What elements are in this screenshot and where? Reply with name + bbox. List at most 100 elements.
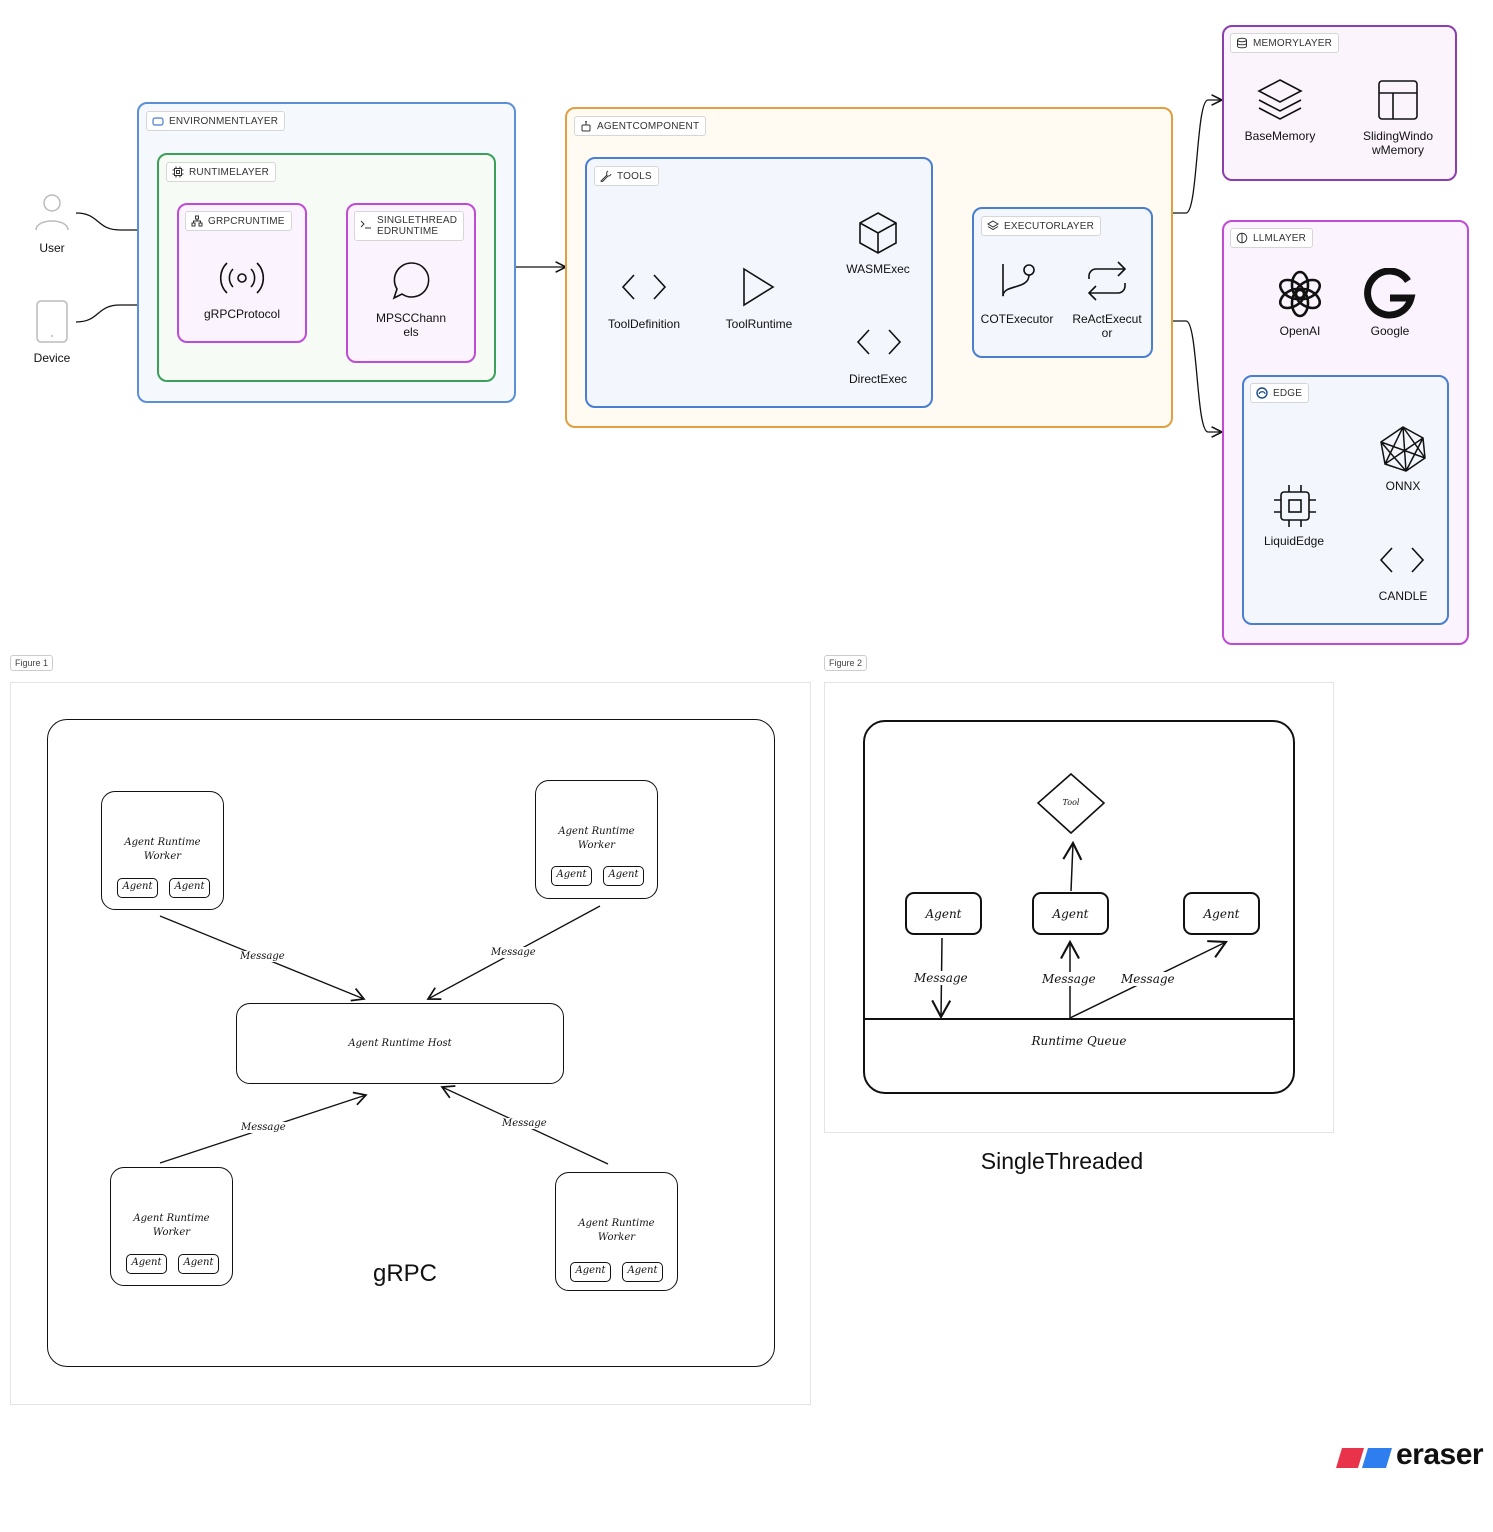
sliding-memory-label: SlidingWindo wMemory: [1350, 129, 1446, 157]
code-icon: [855, 327, 903, 362]
chip-icon: [172, 166, 184, 178]
agent-node: Agent: [1183, 892, 1260, 935]
liquid-edge-label: LiquidEdge: [1263, 534, 1325, 548]
executor-layer-tag: EXECUTORLAYER: [981, 216, 1102, 236]
runtime-layer-title: RUNTIMELAYER: [189, 166, 270, 178]
llm-layer-title: LLMLAYER: [1253, 232, 1307, 244]
tools-group[interactable]: TOOLS: [585, 157, 933, 408]
repeat-icon: [1085, 259, 1129, 308]
tools-title: TOOLS: [617, 170, 652, 182]
candle-label: CANDLE: [1378, 589, 1428, 603]
agent-chip: Agent: [117, 878, 158, 898]
agent-chip: Agent: [570, 1262, 611, 1282]
message-label: Message: [1040, 972, 1098, 986]
worker-title-line2: Worker: [152, 1227, 191, 1238]
openai-icon: [1274, 268, 1326, 325]
react-line-1: ReActExecut: [1072, 312, 1142, 326]
agent-chip: Agent: [603, 866, 644, 886]
broadcast-icon: [218, 258, 266, 303]
memory-layer-title: MEMORYLAYER: [1253, 37, 1333, 49]
user-icon: [33, 192, 71, 237]
tool-label: Tool: [1062, 798, 1080, 807]
code-icon: [620, 272, 668, 307]
worker-title-line1: Agent Runtime: [133, 1213, 210, 1224]
llm-layer-tag: LLMLAYER: [1230, 228, 1314, 248]
sliding-line-2: wMemory: [1371, 143, 1424, 157]
memory-layer[interactable]: MEMORYLAYER: [1222, 25, 1457, 181]
mpsc-line-2: els: [403, 325, 419, 339]
figure1-frame: [10, 682, 811, 1405]
message-label: Message: [238, 951, 287, 962]
figure2-frame: [824, 682, 1334, 1133]
figure2-tag: Figure 2: [824, 655, 868, 671]
single-threaded-title-1: SINGLETHREAD: [377, 215, 458, 226]
message-label: Message: [489, 947, 538, 958]
onnx-label: ONNX: [1385, 479, 1421, 493]
single-threaded-title-2: EDRUNTIME: [377, 226, 439, 237]
tool-definition-label: ToolDefinition: [607, 317, 681, 331]
worker-title-line2: Worker: [597, 1232, 636, 1243]
robot-icon: [581, 120, 591, 132]
database-icon: [1237, 37, 1247, 49]
message-label: Message: [500, 1118, 549, 1129]
message-label: Message: [912, 971, 970, 985]
git-branch-icon: [995, 260, 1039, 309]
environment-layer-tag: ENVIRONMENTLAYER: [146, 111, 286, 131]
device-label: Device: [33, 351, 71, 365]
onnx-icon: [1378, 424, 1428, 479]
figure1-caption: gRPC: [372, 1260, 438, 1287]
host-label: Agent Runtime Host: [348, 1038, 452, 1049]
cot-executor-label: COTExecutor: [980, 312, 1054, 326]
play-icon: [740, 266, 776, 313]
executor-layer[interactable]: EXECUTORLAYER: [972, 207, 1153, 358]
agent-chip: Agent: [169, 878, 210, 898]
box-icon: [856, 210, 900, 261]
code-icon: [1378, 545, 1426, 580]
layers-icon: [987, 220, 999, 231]
edge-browser-icon: [1256, 387, 1268, 399]
edge-tag: EDGE: [1250, 383, 1310, 403]
react-line-2: or: [1101, 326, 1113, 340]
worker-title-line1: Agent Runtime: [124, 837, 201, 848]
agent-runtime-host: [236, 1003, 564, 1084]
agent-chip: Agent: [126, 1254, 167, 1274]
grpc-runtime[interactable]: GRPCRUNTIME: [177, 203, 307, 343]
worker-title-line2: Worker: [143, 851, 182, 862]
figure2-caption: SingleThreaded: [980, 1148, 1144, 1174]
worker-title: Agent Runtime Worker: [555, 1217, 678, 1245]
runtime-queue-divider: [863, 1018, 1295, 1020]
tools-tag: TOOLS: [594, 166, 659, 186]
agent-chip: Agent: [622, 1262, 663, 1282]
brain-icon: [1236, 232, 1248, 244]
figure1-tag: Figure 1: [10, 655, 54, 671]
network-icon: [191, 215, 203, 227]
layers-icon: [1256, 76, 1304, 129]
react-executor-label: ReActExecut or: [1063, 312, 1151, 340]
memory-layer-tag: MEMORYLAYER: [1230, 33, 1340, 53]
runtime-queue-label: Runtime Queue: [1031, 1034, 1127, 1048]
executor-layer-title: EXECUTORLAYER: [1004, 220, 1095, 232]
terminal-icon: [360, 220, 371, 229]
grpc-runtime-title: GRPCRUNTIME: [208, 215, 285, 227]
base-memory-label: BaseMemory: [1244, 129, 1316, 143]
user-label: User: [39, 241, 65, 255]
message-label: Message: [1119, 972, 1177, 986]
mpsc-line-1: MPSCChann: [375, 311, 447, 325]
environment-layer-title: ENVIRONMENTLAYER: [169, 115, 279, 127]
tool-runtime-label: ToolRuntime: [725, 317, 793, 331]
sliding-line-1: SlidingWindo: [1362, 129, 1434, 143]
message-label: Message: [239, 1122, 288, 1133]
worker-title-line1: Agent Runtime: [558, 826, 635, 837]
mpsc-channels-label: MPSCChann els: [356, 311, 466, 339]
worker-title: Agent Runtime Worker: [110, 1212, 233, 1240]
agent-component-tag: AGENTCOMPONENT: [574, 116, 707, 136]
eraser-logo-icon: [1336, 1446, 1392, 1475]
cloud-icon: [152, 117, 164, 126]
message-circle-icon: [390, 260, 432, 307]
cpu-icon: [1272, 483, 1318, 534]
worker-title-line1: Agent Runtime: [578, 1218, 655, 1229]
openai-label: OpenAI: [1279, 324, 1321, 338]
device-icon: [36, 300, 68, 349]
